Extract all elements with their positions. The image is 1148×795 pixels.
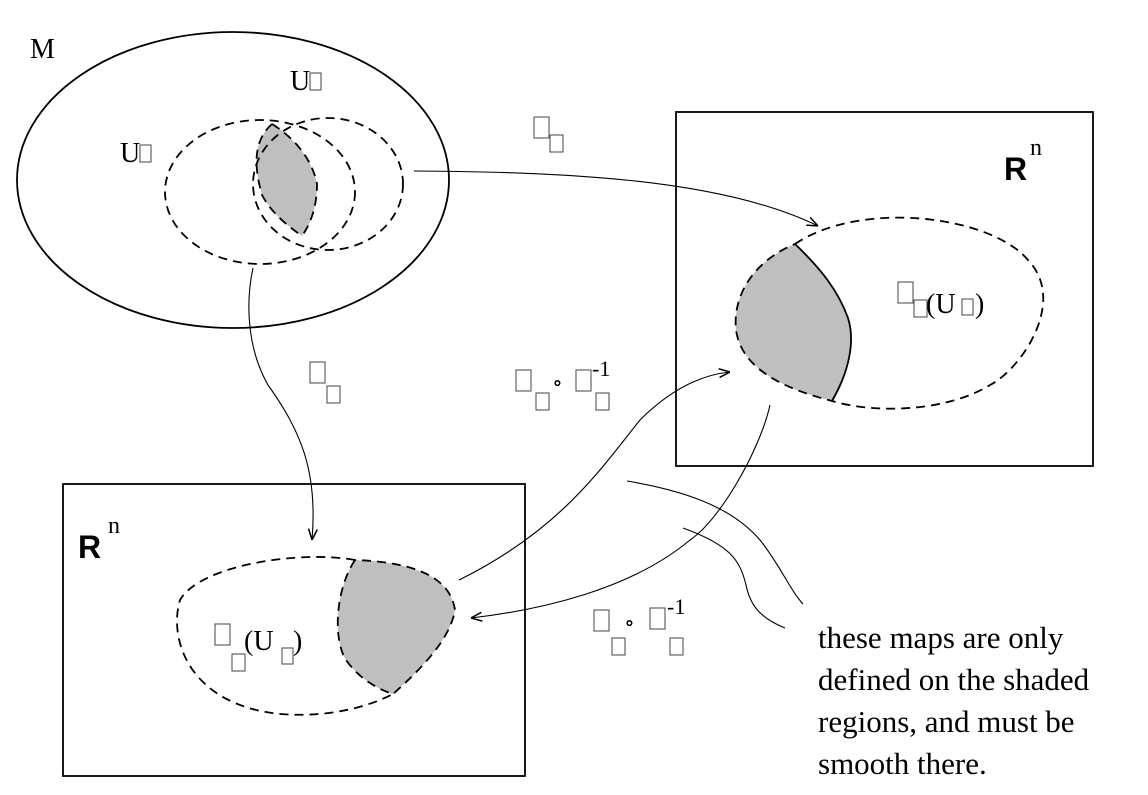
left-image-label: (U ) bbox=[214, 623, 302, 672]
left-euclidean-label: R n bbox=[78, 513, 120, 565]
transition-arrow-down bbox=[471, 404, 771, 618]
svg-text:∘: ∘ bbox=[624, 610, 635, 635]
manifold-boundary bbox=[16, 31, 450, 329]
right-chart-map-label bbox=[533, 116, 564, 153]
svg-text:U: U bbox=[290, 66, 310, 97]
left-image-shaded bbox=[337, 560, 455, 694]
right-image-shaded bbox=[735, 244, 852, 401]
note-text: these maps are only defined on the shade… bbox=[818, 620, 1090, 781]
manifold-label: M bbox=[30, 34, 55, 65]
note-line-2: defined on the shaded bbox=[818, 662, 1090, 697]
svg-text:R: R bbox=[1004, 151, 1027, 187]
open-set-right-label: U bbox=[290, 66, 322, 97]
left-euclidean-box bbox=[62, 483, 526, 777]
transition-label-upper: ∘ -1 bbox=[515, 356, 610, 411]
note-line-4: smooth there. bbox=[818, 746, 987, 781]
note-line-1: these maps are only bbox=[818, 620, 1064, 655]
left-chart-arrow bbox=[248, 267, 313, 540]
right-euclidean-box bbox=[675, 111, 1094, 467]
right-chart-arrow bbox=[413, 170, 818, 226]
open-set-left-label: U bbox=[120, 138, 152, 169]
svg-text:): ) bbox=[293, 626, 302, 657]
note-pointer-2 bbox=[682, 527, 786, 629]
note-pointer-1 bbox=[626, 480, 804, 605]
overlap-boundary-left bbox=[255, 123, 303, 237]
right-overlap-edge bbox=[794, 243, 852, 402]
svg-text:-1: -1 bbox=[592, 356, 610, 381]
svg-text:U: U bbox=[120, 138, 140, 169]
transition-label-lower: ∘ -1 bbox=[593, 594, 685, 656]
open-set-left bbox=[164, 119, 356, 265]
left-overlap-edge bbox=[336, 559, 456, 696]
svg-text:R: R bbox=[78, 529, 101, 565]
transition-arrow-up bbox=[458, 372, 730, 581]
note-line-3: regions, and must be bbox=[818, 704, 1075, 739]
right-image-boundary bbox=[734, 216, 1045, 410]
left-chart-map-label bbox=[309, 361, 341, 404]
open-set-right bbox=[252, 117, 404, 251]
right-euclidean-label: R n bbox=[1004, 135, 1042, 187]
svg-text:(U: (U bbox=[244, 626, 274, 657]
right-image-label: (U ) bbox=[897, 281, 984, 320]
svg-text:∘: ∘ bbox=[552, 370, 563, 395]
overlap-boundary-right bbox=[271, 123, 318, 237]
svg-text:(U: (U bbox=[926, 289, 956, 320]
left-image-boundary bbox=[176, 556, 394, 716]
svg-text:n: n bbox=[108, 513, 120, 539]
svg-text:): ) bbox=[975, 289, 984, 320]
svg-text:-1: -1 bbox=[667, 594, 685, 619]
svg-text:n: n bbox=[1030, 135, 1042, 161]
